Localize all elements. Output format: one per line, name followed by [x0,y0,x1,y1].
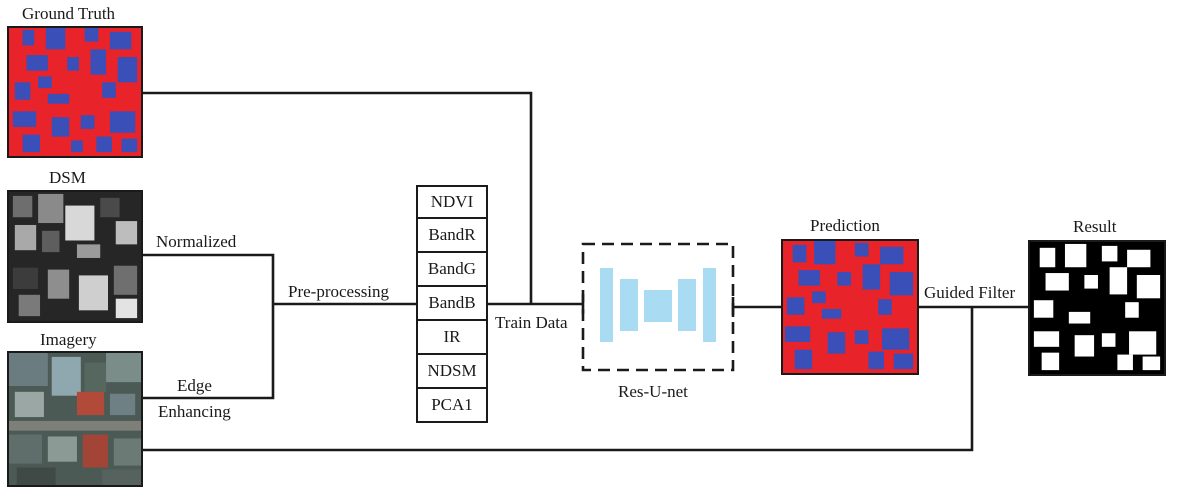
layer-dec-2 [678,279,696,331]
result-label: Result [1073,217,1117,236]
line-imagery-to-filter [143,307,974,452]
normalized-label: Normalized [156,232,237,251]
ground-truth-image [7,26,143,158]
ground-truth-label: Ground Truth [22,4,116,23]
prediction-label: Prediction [810,216,880,235]
layer-enc-1 [600,268,613,342]
band-pca1: PCA1 [416,389,488,423]
band-blue: BandB [416,287,488,321]
band-ndsm: NDSM [416,355,488,389]
dsm-image [7,190,143,323]
band-ir: IR [416,321,488,355]
imagery-label: Imagery [40,330,97,349]
band-ndvi: NDVI [416,185,488,219]
layer-dec-1 [703,268,716,342]
train-data-label: Train Data [495,313,568,332]
line-ground-truth-to-train [143,91,533,304]
line-imagery-edge [143,304,275,400]
preprocessing-label: Pre-processing [288,282,390,301]
edge-label: Edge [177,376,212,395]
layer-enc-2 [620,279,638,331]
imagery-image [7,351,143,487]
layer-bottleneck [644,290,672,322]
dsm-label: DSM [49,168,86,187]
band-stack: NDVI BandR BandG BandB IR NDSM PCA1 [416,185,488,423]
prediction-image [781,239,919,375]
result-image [1028,240,1166,376]
band-red: BandR [416,219,488,253]
model-label: Res-U-net [618,382,688,401]
res-u-net-box [581,242,735,372]
line-dsm-normalized [143,253,275,304]
band-green: BandG [416,253,488,287]
enhancing-label: Enhancing [158,402,231,421]
network-layers [600,268,716,342]
guided-filter-label: Guided Filter [924,283,1016,302]
